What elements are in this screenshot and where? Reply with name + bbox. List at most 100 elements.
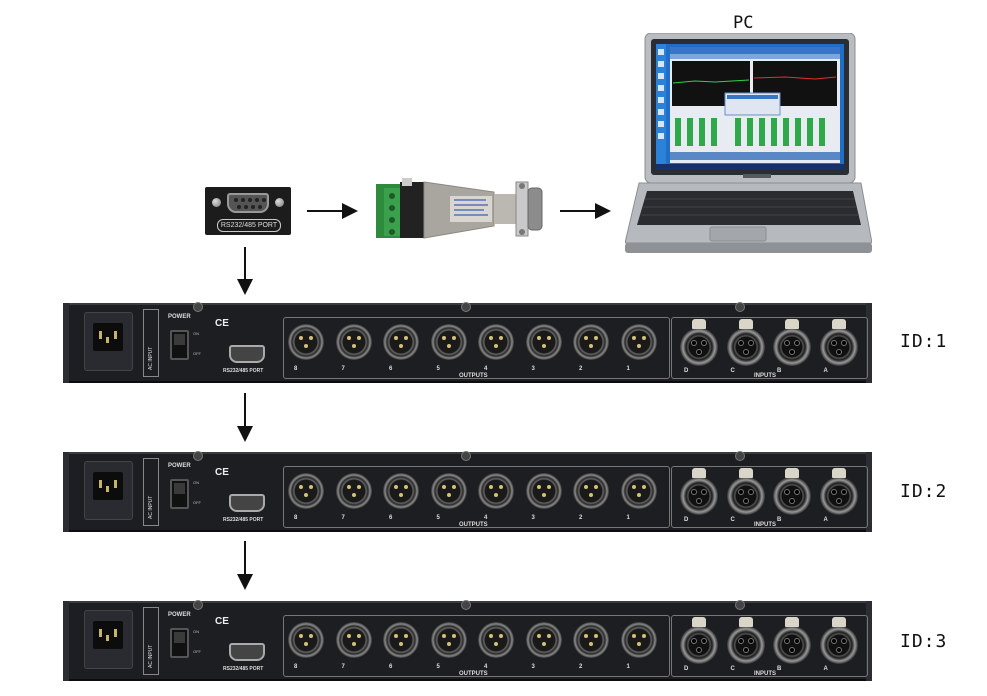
inputs-label: INPUTS <box>754 671 777 677</box>
power-label: POWER <box>168 612 191 618</box>
output-number-label: 7 <box>341 366 345 372</box>
xlr-male-icon[interactable] <box>383 324 419 360</box>
rs-port-label: RS232/485 PORT <box>223 666 264 672</box>
off-label: OFF <box>193 351 201 356</box>
xlr-female-icon[interactable] <box>680 468 718 515</box>
xlr-male-icon[interactable] <box>288 622 324 658</box>
output-number-label: 7 <box>341 664 345 670</box>
xlr-male-icon[interactable] <box>383 473 419 509</box>
ce-mark: CE <box>215 616 229 627</box>
xlr-male-icon[interactable] <box>430 622 467 658</box>
ac-input-label-box: AC INPUT <box>143 458 159 526</box>
power-switch-icon[interactable] <box>170 628 189 658</box>
db9-connector-icon[interactable] <box>229 494 265 512</box>
output-number-label: 3 <box>531 515 535 521</box>
db9-connector-icon[interactable] <box>229 643 265 661</box>
laptop-pc <box>625 33 872 253</box>
rs232-port-photo: RS232/485 PORT <box>205 187 291 235</box>
iec-inlet-icon <box>84 610 133 669</box>
xlr-male-icon[interactable] <box>620 324 657 360</box>
xlr-female-icon[interactable] <box>819 617 858 664</box>
xlr-male-icon[interactable] <box>430 324 467 360</box>
xlr-female-icon[interactable] <box>773 468 811 515</box>
xlr-female-icon[interactable] <box>680 319 718 366</box>
power-label: POWER <box>168 463 191 469</box>
output-number-label: 5 <box>436 515 440 521</box>
input-letter-label: D <box>684 517 689 523</box>
iec-inlet-icon <box>84 461 133 520</box>
input-letter-label: C <box>730 666 735 672</box>
xlr-female-icon[interactable] <box>726 319 765 366</box>
xlr-female-icon[interactable] <box>680 617 718 664</box>
ac-input-label: AC INPUT <box>148 644 154 668</box>
xlr-female-icon[interactable] <box>726 468 765 515</box>
xlr-male-icon[interactable] <box>478 324 514 360</box>
xlr-male-icon[interactable] <box>335 622 372 658</box>
input-letter-label: C <box>730 517 735 523</box>
on-label: ON <box>193 331 199 336</box>
power-switch-icon[interactable] <box>170 479 189 509</box>
xlr-male-icon[interactable] <box>478 473 514 509</box>
device-id-label: ID:3 <box>900 631 948 652</box>
xlr-male-icon[interactable] <box>525 622 562 658</box>
rs-port-label: RS232/485 PORT <box>223 517 264 523</box>
rs232-485-converter <box>376 178 543 239</box>
device-id-label: ID:1 <box>900 331 948 352</box>
xlr-female-icon[interactable] <box>819 319 858 366</box>
output-number-label: 8 <box>294 366 298 372</box>
outputs-label: OUTPUTS <box>459 522 488 528</box>
output-number-label: 8 <box>294 664 298 670</box>
power-switch-icon[interactable] <box>170 330 189 360</box>
iec-inlet-icon <box>84 312 133 371</box>
xlr-male-icon[interactable] <box>335 473 372 509</box>
xlr-male-icon[interactable] <box>620 622 657 658</box>
output-number-label: 2 <box>579 515 583 521</box>
xlr-male-icon[interactable] <box>288 473 324 509</box>
xlr-male-icon[interactable] <box>430 473 467 509</box>
xlr-male-icon[interactable] <box>288 324 324 360</box>
output-number-label: 7 <box>341 515 345 521</box>
xlr-female-icon[interactable] <box>773 617 811 664</box>
inputs-label: INPUTS <box>754 522 777 528</box>
xlr-male-icon[interactable] <box>620 473 657 509</box>
xlr-male-icon[interactable] <box>573 622 609 658</box>
xlr-male-icon[interactable] <box>335 324 372 360</box>
port-label: RS232/485 PORT <box>217 219 281 232</box>
output-number-label: 3 <box>531 664 535 670</box>
output-number-label: 8 <box>294 515 298 521</box>
rs-port-label: RS232/485 PORT <box>223 368 264 374</box>
xlr-male-icon[interactable] <box>573 473 609 509</box>
xlr-female-icon[interactable] <box>726 617 765 664</box>
output-number-label: 6 <box>389 515 393 521</box>
ac-input-label-box: AC INPUT <box>143 607 159 675</box>
output-number-label: 5 <box>436 664 440 670</box>
ac-input-label: AC INPUT <box>148 346 154 370</box>
ce-mark: CE <box>215 467 229 478</box>
on-label: ON <box>193 480 199 485</box>
input-letter-label: B <box>777 666 782 672</box>
xlr-male-icon[interactable] <box>478 622 514 658</box>
xlr-male-icon[interactable] <box>383 622 419 658</box>
xlr-female-icon[interactable] <box>773 319 811 366</box>
input-letter-label: A <box>823 368 828 374</box>
xlr-male-icon[interactable] <box>525 473 562 509</box>
xlr-female-icon[interactable] <box>819 468 858 515</box>
xlr-male-icon[interactable] <box>573 324 609 360</box>
db9-connector-icon[interactable] <box>229 345 265 363</box>
inputs-label: INPUTS <box>754 373 777 379</box>
output-number-label: 2 <box>579 366 583 372</box>
output-number-label: 4 <box>484 664 488 670</box>
output-number-label: 5 <box>436 366 440 372</box>
input-letter-label: B <box>777 368 782 374</box>
ac-input-label-box: AC INPUT <box>143 309 159 377</box>
device-id-label: ID:2 <box>900 481 948 502</box>
xlr-male-icon[interactable] <box>525 324 562 360</box>
on-label: ON <box>193 629 199 634</box>
input-letter-label: B <box>777 517 782 523</box>
